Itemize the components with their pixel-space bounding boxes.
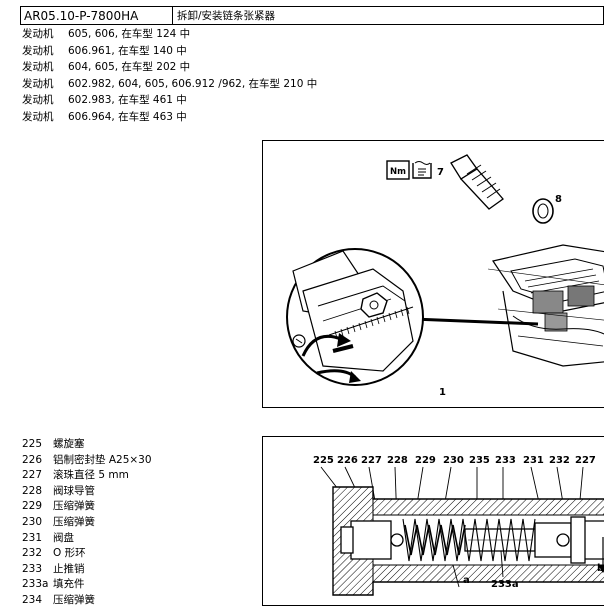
applicability-label: 发动机 — [22, 110, 54, 123]
legend-row: 230 压缩弹簧 — [22, 515, 152, 531]
callout-b: b — [597, 563, 604, 574]
applicability-text: 606.961, 在车型 140 中 — [68, 44, 187, 57]
figure-tensioner-location: Nm 7 8 — [262, 140, 604, 408]
applicability-text: 602.982, 604, 605, 606.912 /962, 在车型 210… — [68, 77, 318, 90]
applicability-row: 发动机 602.982, 604, 605, 606.912 /962, 在车型 … — [22, 77, 317, 94]
callout-225: 225 — [313, 455, 334, 466]
sealing-ring-drawing — [532, 198, 554, 224]
legend-name: 压缩弹簧 — [53, 515, 95, 528]
legend-name: 阀球导管 — [53, 484, 95, 497]
callout-233: 233 — [495, 455, 516, 466]
legend-name: 压缩弹簧 — [53, 500, 95, 513]
legend-number: 234 — [22, 593, 43, 606]
legend-name: 阀盘 — [53, 531, 74, 544]
screw-plug-drawing — [450, 154, 504, 210]
applicability-list: 发动机 605, 606, 在车型 124 中 发动机 606.961, 在车型 1… — [22, 27, 317, 126]
legend-name: 铝制密封垫 A25×30 — [53, 453, 152, 466]
callout-228: 228 — [387, 455, 408, 466]
legend-number: 226 — [22, 453, 43, 466]
callout-230: 230 — [443, 455, 464, 466]
document-header: AR05.10-P-7800HA 拆卸/安装链条张紧器 — [20, 6, 604, 25]
applicability-label: 发动机 — [22, 77, 54, 90]
legend-name: 滚珠直径 5 mm — [53, 469, 129, 482]
legend-number: 225 — [22, 438, 43, 450]
callout-226: 226 — [337, 455, 358, 466]
legend-number: 227 — [22, 469, 43, 482]
legend-row: 227 滚珠直径 5 mm — [22, 468, 152, 484]
callout-229: 229 — [415, 455, 436, 466]
figure-tensioner-section: 225 226 227 228 229 230 235 233 231 232 … — [262, 436, 604, 606]
applicability-text: 605, 606, 在车型 124 中 — [68, 28, 191, 40]
applicability-text: 604, 605, 在车型 202 中 — [68, 61, 191, 73]
parts-legend: 225 螺旋塞 226 铝制密封垫 A25×30 227 滚珠直径 5 mm 228 阀… — [22, 437, 152, 609]
legend-row: 226 铝制密封垫 A25×30 — [22, 453, 152, 469]
applicability-label: 发动机 — [22, 44, 54, 57]
legend-row: 231 阀盘 — [22, 531, 152, 547]
applicability-label: 发动机 — [22, 94, 54, 106]
callout-a: a — [463, 575, 470, 586]
callout-231: 231 — [523, 455, 544, 466]
legend-number: 233 — [22, 562, 43, 575]
figure-tensioner-section-drawing: 225 226 227 228 229 230 235 233 231 232 … — [313, 455, 604, 596]
legend-number: 231 — [22, 531, 43, 544]
legend-name: O 形环 — [53, 547, 86, 560]
legend-row: 233 止推销 — [22, 562, 152, 578]
legend-number: 229 — [22, 500, 43, 513]
callout-233a: 233a — [491, 579, 519, 590]
callout-227: 227 — [361, 455, 382, 466]
legend-number: 230 — [22, 515, 43, 528]
document-title: 拆卸/安装链条张紧器 — [177, 10, 276, 22]
callout-227-right: 227 — [575, 455, 596, 466]
callout-235: 235 — [469, 455, 490, 466]
applicability-text: 606.964, 在车型 463 中 — [68, 110, 187, 123]
applicability-label: 发动机 — [22, 28, 54, 40]
legend-row: 232 O 形环 — [22, 546, 152, 562]
legend-row: 229 压缩弹簧 — [22, 499, 152, 515]
callout-8: 8 — [555, 194, 562, 205]
legend-number: 228 — [22, 484, 43, 497]
oil-can-icon — [412, 161, 432, 179]
detail-magnifier-drawing — [286, 248, 424, 386]
torque-symbol-text: Nm — [390, 167, 406, 177]
legend-name: 填充件 — [53, 578, 85, 591]
callout-232: 232 — [549, 455, 570, 466]
legend-row: 233a 填充件 — [22, 577, 152, 593]
torque-wrench-icon: Nm — [386, 160, 410, 180]
applicability-row: 发动机 606.961, 在车型 140 中 — [22, 44, 317, 61]
legend-name: 止推销 — [53, 562, 85, 575]
callout-7: 7 — [437, 167, 444, 178]
legend-name: 螺旋塞 — [53, 438, 85, 450]
figure-tensioner-location-drawing: Nm 7 8 — [286, 154, 604, 398]
callout-1: 1 — [439, 387, 446, 398]
legend-row: 225 螺旋塞 — [22, 437, 152, 453]
legend-number: 232 — [22, 547, 43, 560]
applicability-row: 发动机 602.983, 在车型 461 中 — [22, 93, 317, 110]
applicability-row: 发动机 606.964, 在车型 463 中 — [22, 110, 317, 127]
applicability-row: 发动机 604, 605, 在车型 202 中 — [22, 60, 317, 77]
engine-outline-drawing — [487, 244, 604, 367]
applicability-text: 602.983, 在车型 461 中 — [68, 94, 187, 106]
document-code: AR05.10-P-7800HA — [21, 7, 173, 24]
legend-number: 233a — [22, 578, 49, 591]
callout-row: 225 226 227 228 229 230 235 233 231 232 … — [313, 455, 596, 466]
legend-row: 228 阀球导管 — [22, 484, 152, 500]
applicability-label: 发动机 — [22, 61, 54, 73]
tensioner-body-section — [332, 486, 604, 596]
applicability-row: 发动机 605, 606, 在车型 124 中 — [22, 27, 317, 44]
